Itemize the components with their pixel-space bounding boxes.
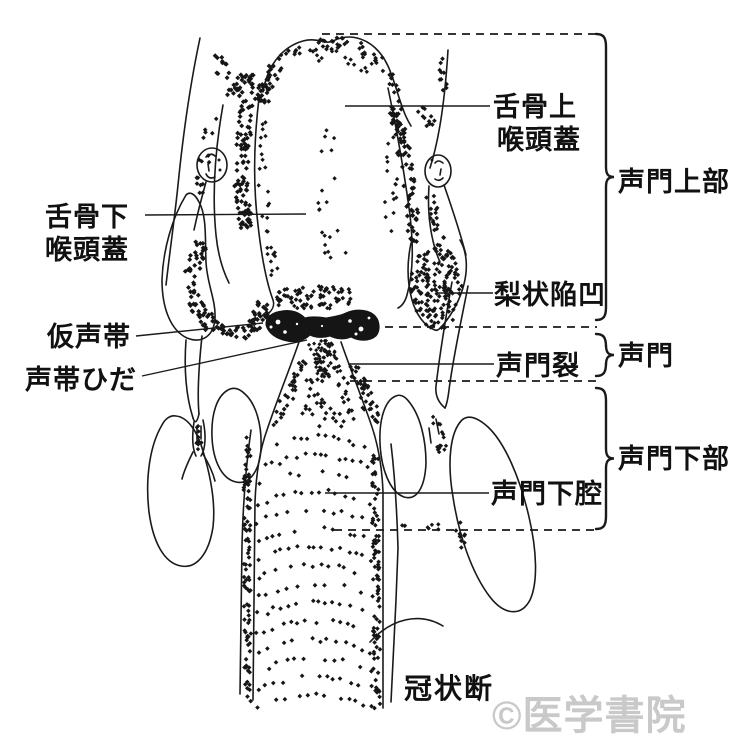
region-label-supraglottic: 声門上部: [618, 166, 730, 197]
label-subglottic-cavity: 声門下腔: [491, 479, 603, 509]
label-piriform-recess: 梨状陥凹: [494, 280, 606, 310]
anatomy-outlines: [146, 36, 537, 709]
label-infrahyoid-epiglottis: 舌骨下喉頭蓋: [45, 202, 129, 265]
label-rima-glottidis: 声門裂: [496, 351, 580, 381]
label-suprahyoid-epiglottis: 舌骨上喉頭蓋: [493, 92, 581, 155]
label-false-vocal-cord: 仮声帯: [46, 321, 131, 352]
label-leader-lines: [135, 105, 494, 494]
publisher-watermark: ©医学書院: [492, 694, 686, 738]
caption-coronal-section: 冠状断: [404, 672, 494, 704]
label-vocal-fold: 声帯ひだ: [25, 364, 137, 395]
brace-supraglottic: [594, 32, 615, 322]
stipple-texture: [182, 35, 468, 711]
region-label-subglottic: 声門下部: [618, 443, 730, 474]
region-braces: [594, 32, 615, 531]
brace-subglottic: [594, 386, 615, 531]
region-boundary-dashed-lines: [322, 33, 597, 531]
region-label-glottis: 声門: [618, 341, 674, 371]
brace-glottis: [594, 332, 615, 378]
ventricular-fold-blob: [265, 309, 380, 343]
